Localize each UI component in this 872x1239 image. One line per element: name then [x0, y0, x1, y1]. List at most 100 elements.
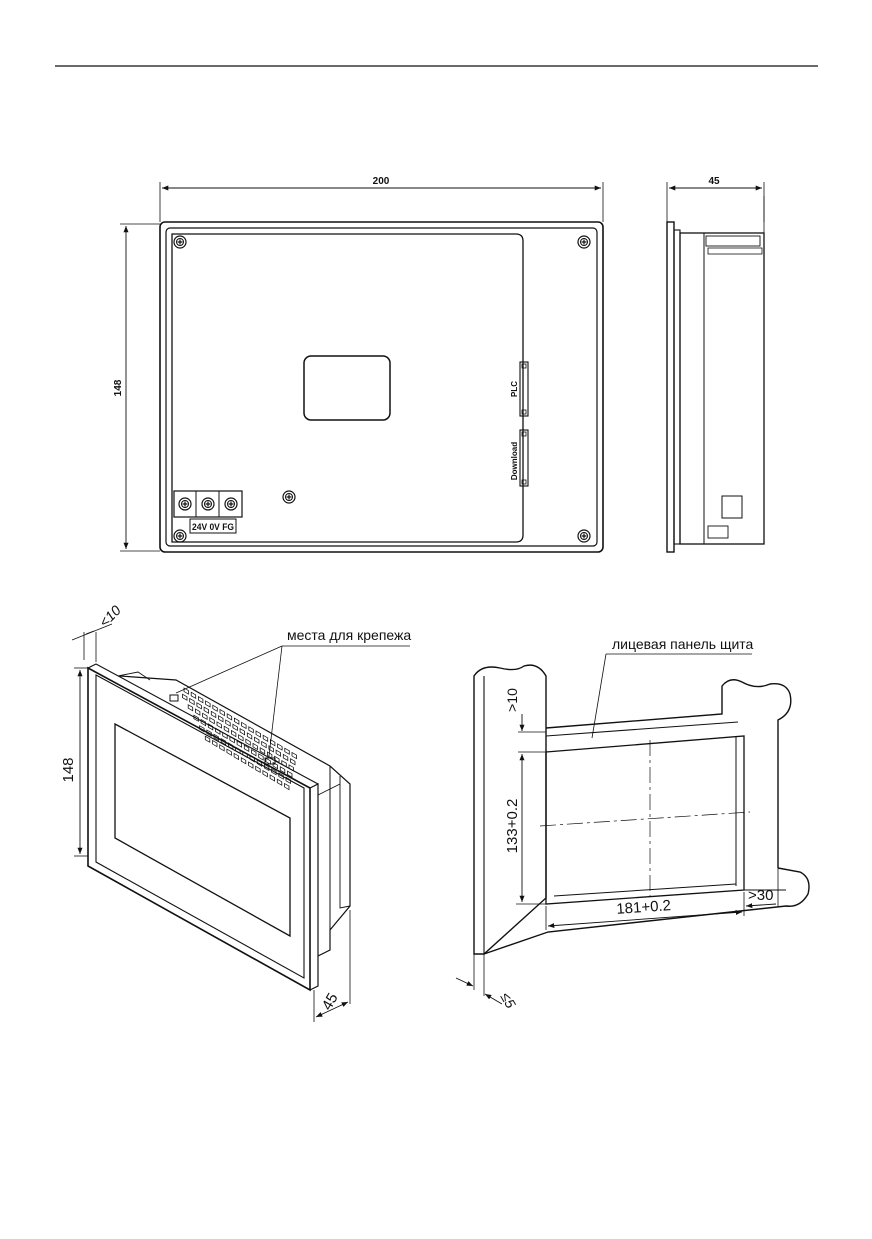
- vent-slot: [263, 763, 270, 772]
- vent-slot: [202, 712, 208, 721]
- vent-slot: [265, 757, 271, 765]
- cutout-width-dimension-line: [547, 909, 743, 929]
- vent-slot: [254, 736, 260, 744]
- vent-slot: [232, 723, 238, 732]
- vent-slot: [258, 753, 264, 761]
- vent-slot: [197, 695, 204, 704]
- vent-slot: [194, 708, 201, 716]
- vent-slot: [276, 778, 283, 786]
- vent-slot: [268, 745, 274, 753]
- terminal-block: [173, 490, 243, 518]
- vent-slot: [190, 691, 197, 700]
- vent-slot: [248, 726, 254, 734]
- mounting-points-label: места для крепежа: [287, 627, 411, 643]
- vent-slot: [233, 752, 240, 761]
- side-bezel: [666, 221, 675, 553]
- iso-bezel-outer: [87, 666, 311, 992]
- vent-slot: [212, 704, 218, 712]
- iso-screen: [114, 722, 291, 938]
- vent-slot: [182, 693, 188, 701]
- vent-slot: [189, 697, 195, 706]
- vent-slot: [243, 744, 250, 753]
- vent-slot: [259, 747, 266, 755]
- vent-slot: [256, 759, 263, 767]
- vent-slot: [245, 738, 251, 746]
- vent-slot: [233, 717, 240, 725]
- width-label: 200: [373, 176, 390, 187]
- vent-slot: [204, 735, 211, 743]
- vent-slot: [207, 723, 214, 731]
- vent-slot: [281, 759, 287, 768]
- iso-depth-dimension-line: [315, 1001, 349, 1018]
- vent-slot: [226, 748, 232, 756]
- vent-slot: [262, 734, 269, 743]
- vent-slot: [282, 753, 289, 762]
- side-depth-label: 45: [708, 176, 720, 187]
- side-body: [679, 232, 765, 545]
- terminal-label: 24V 0V FG: [192, 522, 234, 532]
- vent-slot: [187, 704, 194, 712]
- vent-slot: [213, 733, 219, 742]
- iso-gap-label: <10: [96, 602, 124, 630]
- vent-slot: [206, 729, 212, 737]
- vent-slot: [200, 718, 207, 727]
- housing-inner: [165, 227, 598, 547]
- vent-slot: [238, 734, 244, 742]
- download-port: [519, 429, 529, 487]
- vent-slot: [203, 706, 210, 714]
- side-margin-label: >30: [748, 887, 773, 904]
- housing-outer: [159, 221, 604, 553]
- vent-slot: [284, 747, 290, 755]
- vent-slot: [219, 744, 225, 752]
- vent-slot: [199, 725, 205, 733]
- vent-slot: [279, 766, 286, 774]
- vent-slot: [284, 782, 290, 791]
- vent-slot: [252, 742, 258, 751]
- panel-left-edge: [473, 664, 547, 955]
- vent-slot: [209, 716, 215, 725]
- iso-height-label: 148: [60, 757, 77, 782]
- vent-slot: [262, 769, 268, 778]
- cutout-height-label: 133+0.2: [504, 799, 521, 854]
- vent-slot: [249, 755, 255, 763]
- vent-slot: [226, 713, 233, 721]
- vent-slot: [227, 742, 234, 750]
- vent-slot: [225, 719, 231, 727]
- panel-cutout: [545, 735, 745, 905]
- vent-slot: [278, 772, 284, 780]
- vent-slot: [288, 764, 294, 772]
- vent-slot: [271, 768, 277, 776]
- vent-slot: [241, 721, 247, 730]
- vent-slot: [277, 743, 283, 751]
- top-margin-label: >10: [504, 688, 520, 712]
- cutout-view: [455, 653, 810, 1005]
- plc-port-label: PLC: [510, 381, 519, 397]
- vent-slot: [222, 731, 228, 740]
- vent-slot: [223, 725, 230, 733]
- vent-slot: [230, 729, 237, 738]
- vent-slot: [236, 740, 243, 748]
- vent-slot: [210, 710, 217, 719]
- vent-slot: [290, 758, 296, 766]
- vent-slot: [246, 732, 253, 740]
- vent-slot: [287, 770, 293, 778]
- height-label: 148: [113, 379, 124, 396]
- vent-slot: [242, 750, 248, 759]
- board-cover: [171, 233, 524, 543]
- download-port-label: Download: [510, 442, 519, 480]
- vent-slot: [229, 736, 235, 744]
- side-view: [666, 182, 765, 553]
- cutout-width-label: 181+0.2: [616, 897, 672, 918]
- isometric-view: [71, 623, 410, 1022]
- vent-slot: [269, 774, 276, 782]
- vent-slot: [240, 757, 247, 765]
- iso-depth-label: 45: [319, 990, 342, 1013]
- vent-slot: [275, 749, 282, 757]
- vent-slot: [291, 751, 297, 760]
- vent-slot: [248, 761, 254, 769]
- vent-slot: [216, 721, 222, 729]
- vent-slot: [205, 700, 211, 708]
- plc-port: [519, 361, 529, 417]
- vent-slot: [251, 748, 257, 757]
